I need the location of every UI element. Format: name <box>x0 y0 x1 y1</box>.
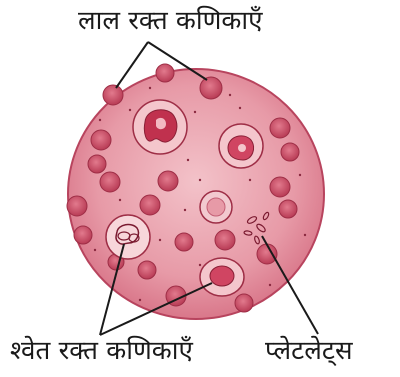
rbc <box>140 195 160 215</box>
rbc <box>138 261 156 279</box>
rbc <box>91 130 111 150</box>
rbc <box>270 177 290 197</box>
rbc <box>156 64 174 82</box>
rbc <box>215 230 235 250</box>
white-blood-cells-label: श्वेत रक्त कणिकाएँ <box>10 338 193 364</box>
rbc <box>158 171 178 191</box>
wbc-nucleus <box>210 266 234 286</box>
rbc <box>103 85 123 105</box>
rbc <box>74 226 92 244</box>
rbc <box>200 77 222 99</box>
platelets-label: प्लेटलेट्स <box>265 338 353 364</box>
rbc <box>279 200 297 218</box>
rbc <box>88 155 106 173</box>
rbc <box>67 196 87 216</box>
ring-cell-inner <box>207 198 225 216</box>
red-blood-cells-label: लाल रक्त कणिकाएँ <box>78 8 263 34</box>
rbc <box>270 118 290 138</box>
wbc <box>106 215 150 259</box>
pale-ring-cells <box>200 191 232 223</box>
rbc <box>281 143 299 161</box>
rbc <box>235 294 253 312</box>
rbc <box>175 233 193 251</box>
rbc <box>100 172 120 192</box>
wbc-nucleus-lobe <box>238 144 246 152</box>
rbc <box>257 244 277 264</box>
